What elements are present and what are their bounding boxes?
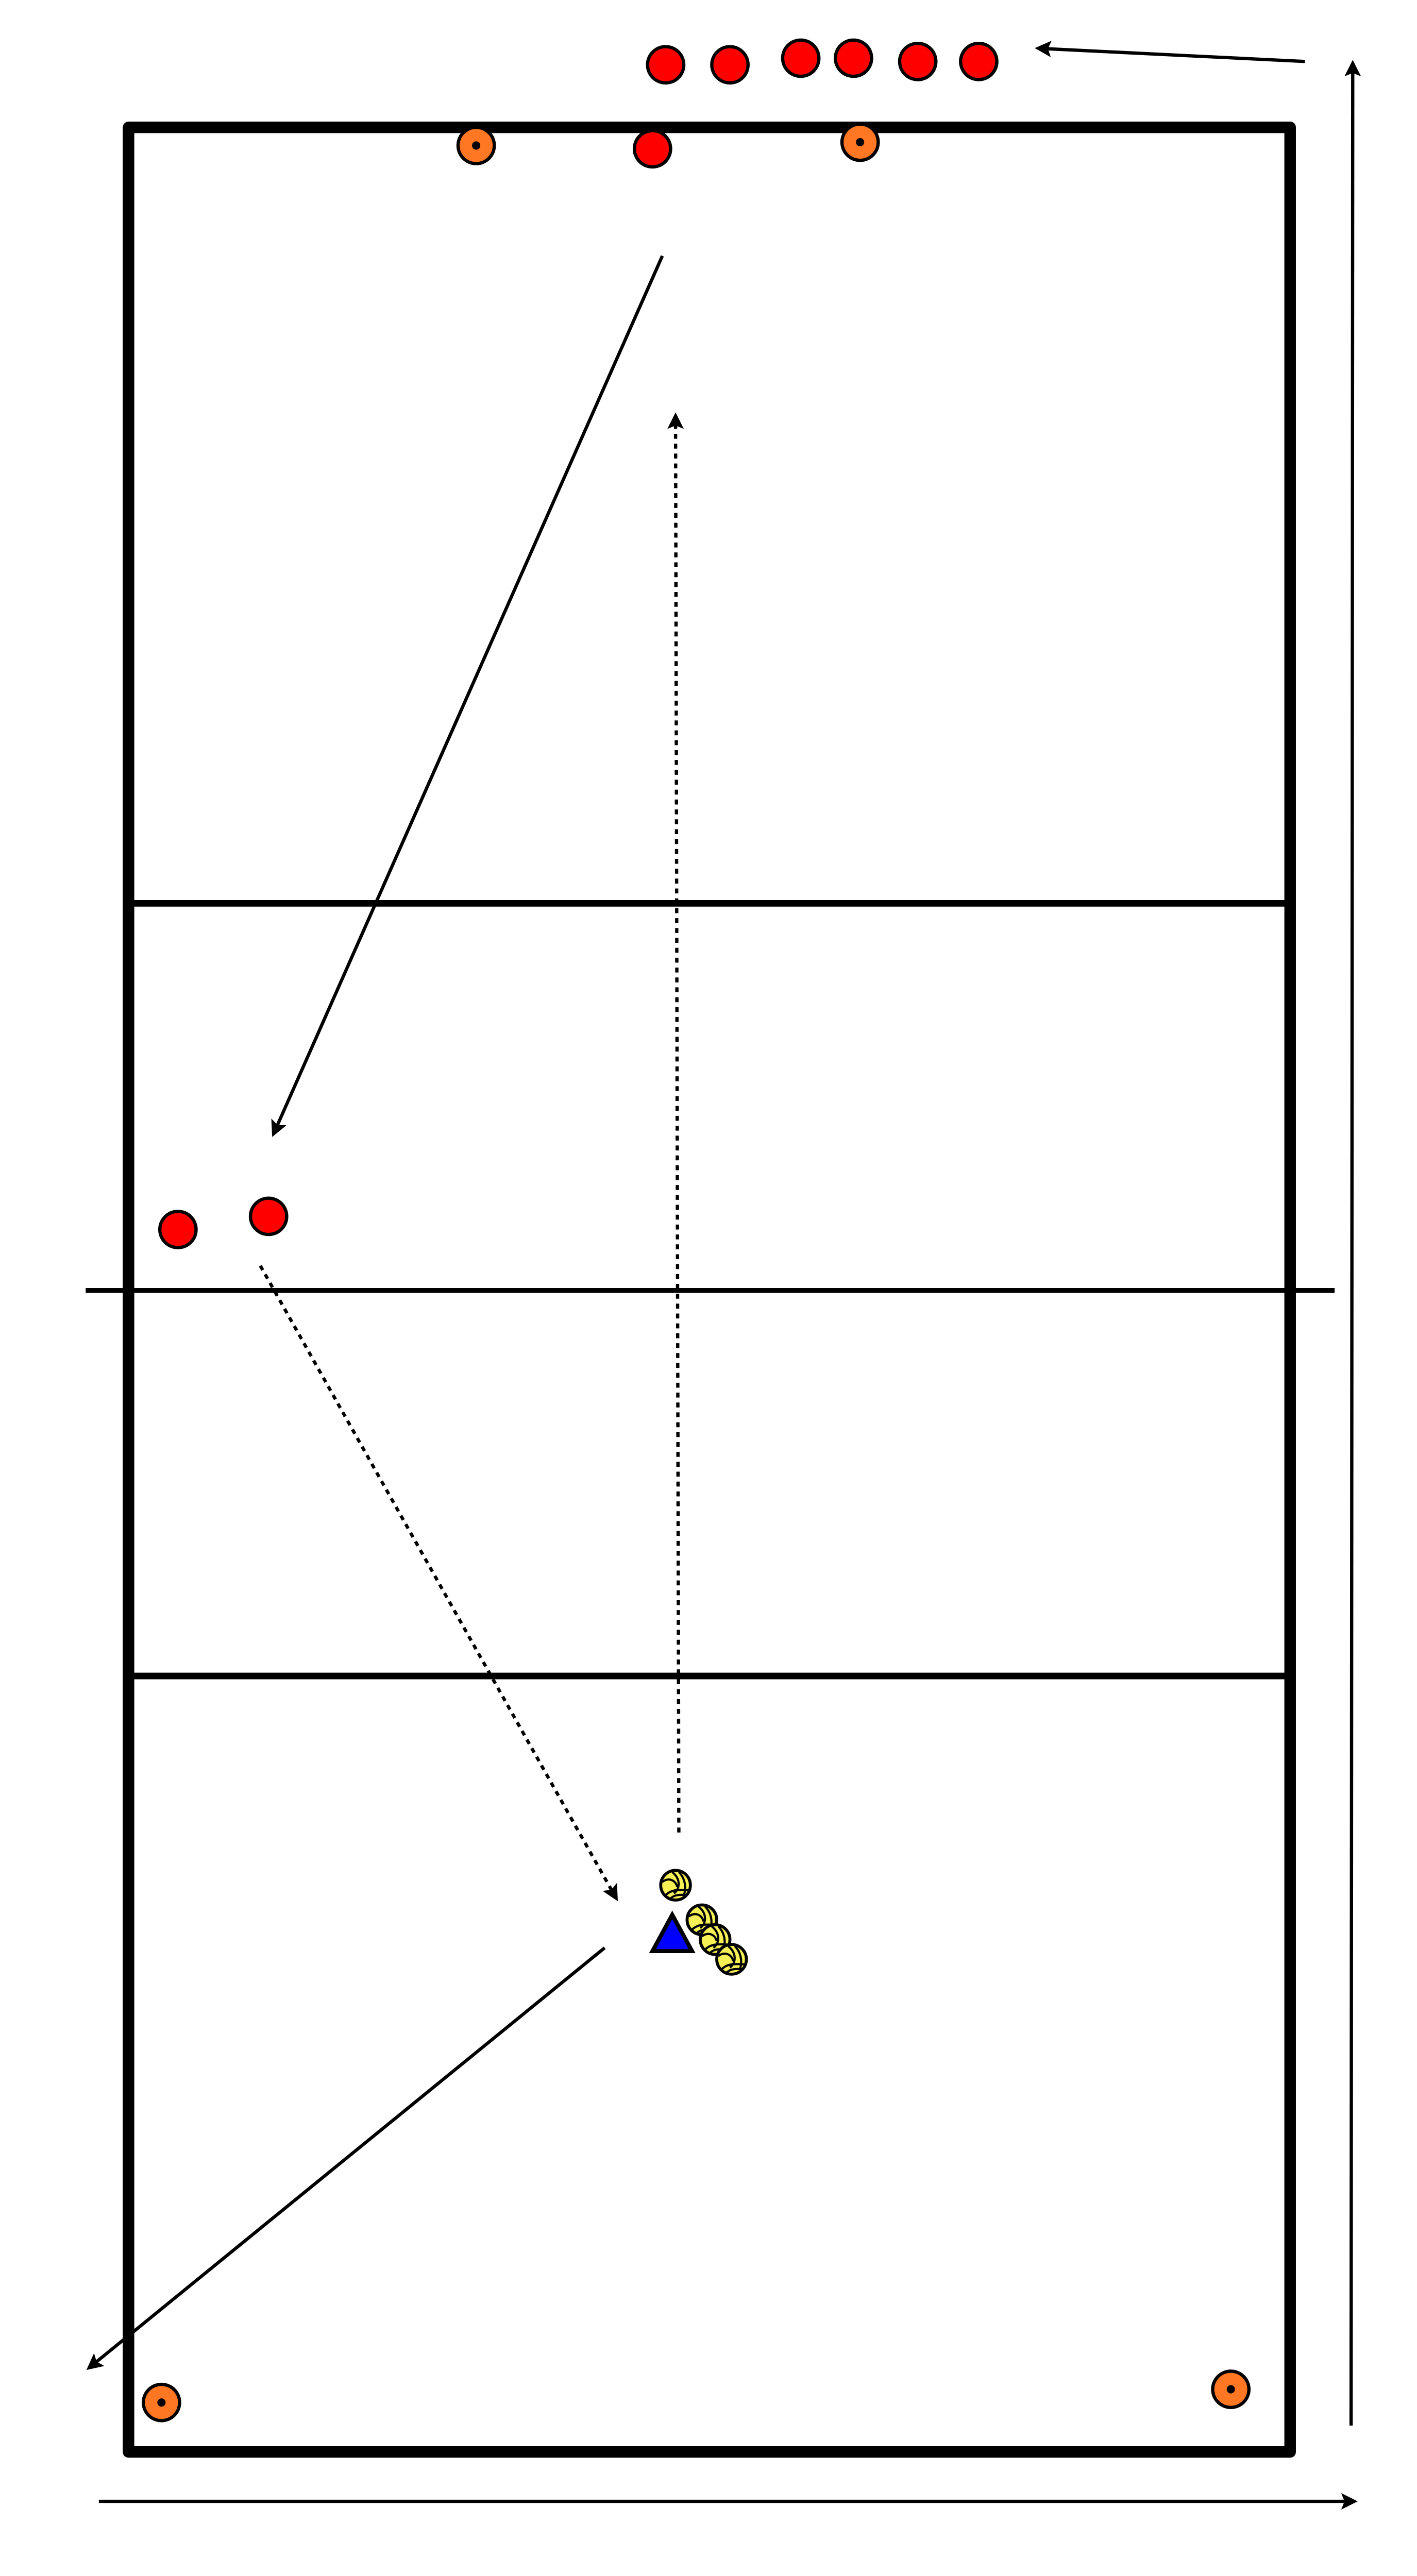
player-icon — [959, 41, 999, 81]
exit-arrow — [86, 1946, 606, 2370]
rotation-arrow-right — [1344, 60, 1361, 2426]
ball-path-arrow-diagonal — [259, 1265, 618, 1902]
player-icon — [632, 129, 672, 169]
player-run-arrow — [271, 255, 664, 1137]
cone-icon — [143, 2384, 179, 2420]
player-icon — [710, 45, 750, 85]
player-icon — [781, 38, 821, 78]
cone-icon — [842, 124, 878, 160]
ball-path-arrow-long — [667, 412, 684, 1833]
cone-icon — [1212, 2371, 1249, 2407]
player-icon — [898, 41, 938, 81]
rotation-arrow-top — [1035, 41, 1305, 63]
coach-icon — [649, 1910, 696, 1954]
player-icon — [834, 38, 873, 78]
player-icon — [158, 1210, 198, 1249]
cone-icon — [458, 127, 494, 163]
player-icon — [646, 45, 686, 85]
ball-icon — [717, 1944, 747, 1974]
player-icon — [248, 1196, 289, 1236]
ball-icon — [661, 1870, 690, 1900]
